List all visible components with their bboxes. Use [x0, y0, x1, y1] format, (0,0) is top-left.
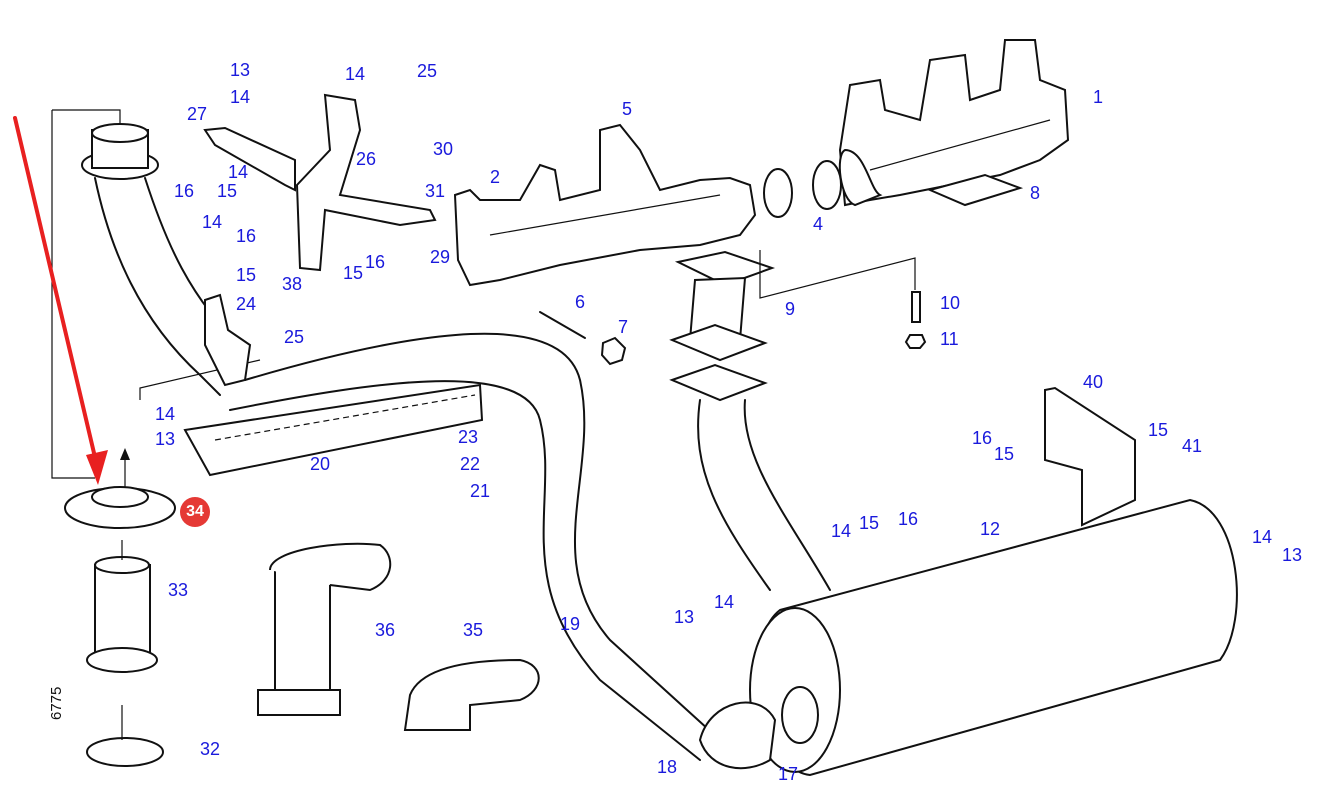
callout-part-16[interactable]: 16 [898, 509, 919, 529]
exhaust-manifold-front [453, 123, 757, 287]
callout-part-40[interactable]: 40 [1083, 372, 1104, 392]
callout-part-15[interactable]: 15 [1148, 420, 1169, 440]
callout-part-10[interactable]: 10 [940, 293, 961, 313]
callout-part-14[interactable]: 14 [155, 404, 176, 424]
elbow-17 [698, 701, 777, 770]
callout-part-15[interactable]: 15 [217, 181, 238, 201]
callout-part-25[interactable]: 25 [284, 327, 305, 347]
exhaust-manifold-rear [838, 39, 1070, 207]
callout-part-5[interactable]: 5 [622, 99, 633, 119]
callout-part-4[interactable]: 4 [813, 214, 824, 234]
callout-part-16[interactable]: 16 [972, 428, 993, 448]
callout-part-8[interactable]: 8 [1030, 183, 1041, 203]
callout-part-26[interactable]: 26 [356, 149, 377, 169]
callout-part-23[interactable]: 23 [458, 427, 479, 447]
callout-part-11[interactable]: 11 [940, 329, 959, 349]
callout-part-29[interactable]: 29 [430, 247, 451, 267]
callout-part-15[interactable]: 15 [994, 444, 1015, 464]
gasket-8 [926, 173, 1024, 207]
callout-part-14[interactable]: 14 [714, 592, 735, 612]
bracket-27 [203, 126, 296, 192]
callout-part-14[interactable]: 14 [345, 64, 366, 84]
bracket-24 [204, 293, 252, 387]
callout-part-17[interactable]: 17 [778, 764, 799, 784]
callout-part-27[interactable]: 27 [187, 104, 208, 124]
callout-part-14[interactable]: 14 [230, 87, 251, 107]
stud-6 [539, 311, 586, 339]
callout-part-15[interactable]: 15 [343, 263, 364, 283]
callout-part-9[interactable]: 9 [785, 299, 796, 319]
muffler-12 [749, 498, 1238, 777]
callout-part-13[interactable]: 13 [674, 607, 695, 627]
callout-part-14[interactable]: 14 [831, 521, 852, 541]
callout-part-30[interactable]: 30 [433, 139, 454, 159]
callout-part-14[interactable]: 14 [228, 162, 249, 182]
bracket-40 [1044, 386, 1136, 527]
callout-part-15[interactable]: 15 [236, 265, 257, 285]
callout-part-22[interactable]: 22 [460, 454, 481, 474]
callout-part-2[interactable]: 2 [490, 167, 501, 187]
callout-part-31[interactable]: 31 [425, 181, 446, 201]
callout-part-20[interactable]: 20 [310, 454, 331, 474]
drawing-number: 6775 [48, 686, 65, 720]
callout-part-13[interactable]: 13 [230, 60, 251, 80]
nut-11 [904, 334, 927, 349]
callout-part-6[interactable]: 6 [575, 292, 586, 312]
callout-part-14[interactable]: 14 [202, 212, 223, 232]
bracket-26 [295, 93, 437, 272]
sleeve-33 [94, 564, 151, 661]
callout-part-18[interactable]: 18 [657, 757, 678, 777]
callout-part-16[interactable]: 16 [365, 252, 386, 272]
clamp-36 [257, 542, 392, 716]
callout-part-21[interactable]: 21 [470, 481, 491, 501]
callout-part-19[interactable]: 19 [560, 614, 581, 634]
callout-part-33[interactable]: 33 [168, 580, 189, 600]
clamp-35 [403, 658, 540, 731]
callout-part-15[interactable]: 15 [859, 513, 880, 533]
seal-ring-4b [812, 160, 842, 210]
callout-part-13[interactable]: 13 [1282, 545, 1303, 565]
callout-part-16[interactable]: 16 [236, 226, 257, 246]
nut-7 [600, 336, 627, 366]
callout-part-7[interactable]: 7 [618, 317, 629, 337]
callout-part-24[interactable]: 24 [236, 294, 257, 314]
callout-part-1[interactable]: 1 [1093, 87, 1104, 107]
stud-10 [911, 291, 921, 323]
callout-part-25[interactable]: 25 [417, 61, 438, 81]
callout-part-41[interactable]: 41 [1182, 436, 1203, 456]
callout-part-38[interactable]: 38 [282, 274, 303, 294]
seal-ring-4a [763, 168, 793, 218]
callout-part-13[interactable]: 13 [155, 429, 176, 449]
highlight-arrow [13, 116, 100, 472]
callout-part-14[interactable]: 14 [1252, 527, 1273, 547]
callout-part-16[interactable]: 16 [174, 181, 195, 201]
callout-part-32[interactable]: 32 [200, 739, 221, 759]
intermediate-pipe [697, 399, 831, 591]
heat-shield-20 [183, 383, 484, 477]
clamp-32 [86, 737, 164, 767]
highlighted-part-badge[interactable]: 34 [180, 497, 210, 527]
flange-pipe-9 [669, 250, 776, 402]
callout-part-35[interactable]: 35 [463, 620, 484, 640]
callout-part-36[interactable]: 36 [375, 620, 396, 640]
callout-part-12[interactable]: 12 [980, 519, 1001, 539]
pipe-19 [229, 332, 721, 761]
